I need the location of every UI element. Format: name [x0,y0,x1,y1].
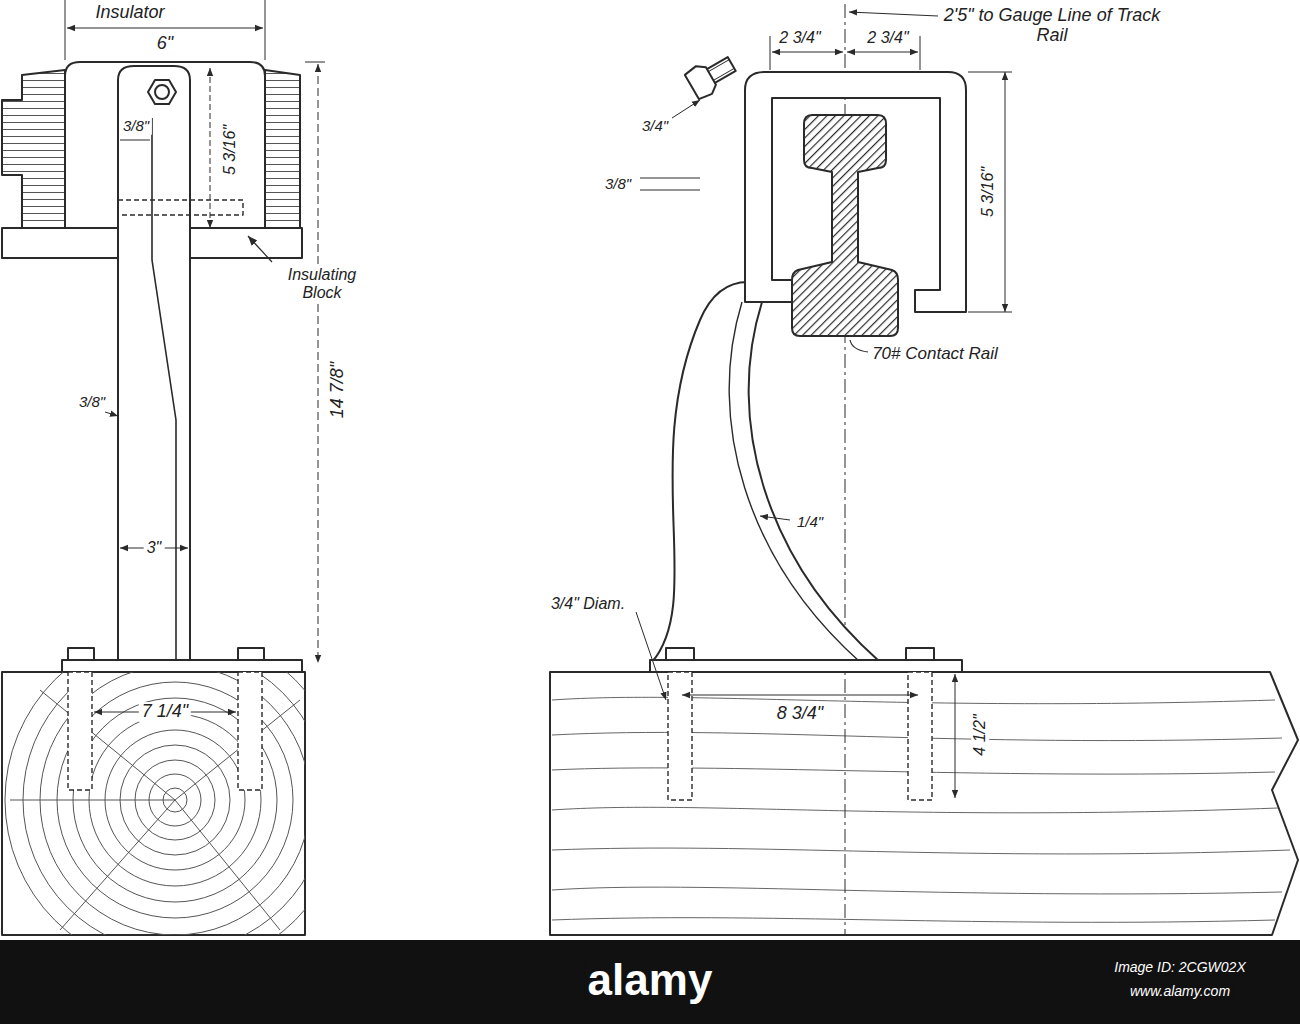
watermark-text: alamy [585,956,716,1004]
dimension-label: 3/8" [76,394,108,411]
watermark-text: www.alamy.com [1127,984,1233,999]
dimension-label: Insulator [92,3,167,23]
dimension-label: 5 3/16" [979,164,997,220]
dimension-label: 4 1/2" [971,711,989,758]
dimension-label: 2'5" to Gauge Line of Track Rail [939,6,1165,46]
dimension-label: 3" [144,539,165,557]
dimension-label: 5 3/16" [221,122,239,178]
dimension-label: 3/4" Diam. [548,595,628,613]
dimension-label: 3/8" [602,176,634,193]
dimension-label: 1/4" [794,514,826,531]
dimension-label: 14 7/8" [328,359,348,421]
dimension-label: 8 3/4" [774,704,826,724]
dimension-label: Insulating Block [276,266,368,301]
dimension-label: 2 3/4" [776,29,823,47]
dimension-label: 7 1/4" [139,702,191,722]
dimension-label: 3/8" [120,118,152,135]
dimension-label: 3/4" [639,118,671,135]
dimension-label: 2 3/4" [864,29,911,47]
watermark-text: Image ID: 2CGW02X [1111,960,1249,975]
dimension-label: 6" [154,34,176,54]
dimension-label: 70# Contact Rail [869,345,1001,364]
